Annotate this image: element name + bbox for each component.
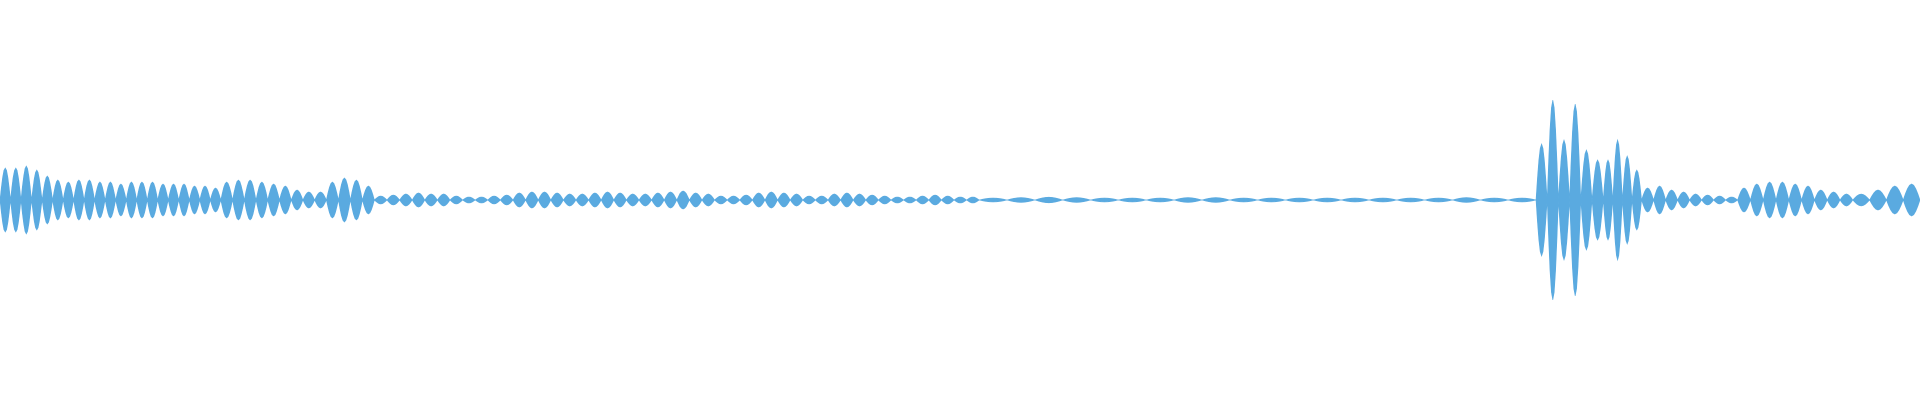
waveform-trace (0, 99, 1920, 301)
